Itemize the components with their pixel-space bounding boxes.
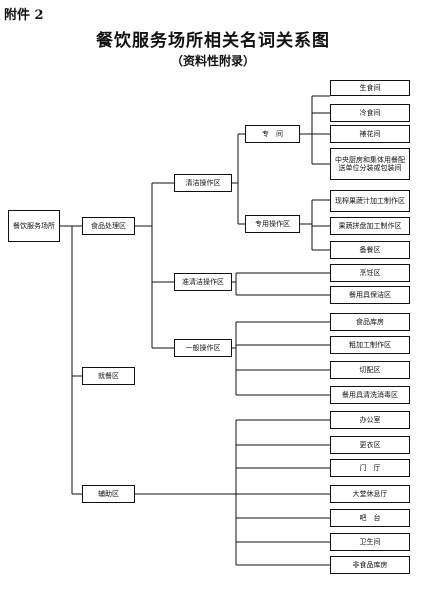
node-rough-processing: 粗加工制作区 bbox=[330, 336, 410, 354]
node-general-op: 一般操作区 bbox=[174, 339, 232, 357]
node-special-room: 专 间 bbox=[245, 125, 300, 143]
node-food-processing: 食品处理区 bbox=[82, 217, 135, 235]
diagram-title: 餐饮服务场所相关名词关系图 bbox=[96, 31, 330, 51]
node-root: 餐饮服务场所 bbox=[8, 210, 60, 242]
node-lobby-lounge: 大堂休息厅 bbox=[330, 485, 410, 503]
node-fruit-platter: 果蔬拼盘加工制作区 bbox=[330, 217, 410, 235]
node-dining: 就餐区 bbox=[82, 367, 135, 385]
node-changing-room: 更衣区 bbox=[330, 436, 410, 454]
node-cutting: 切配区 bbox=[330, 361, 410, 379]
node-cooking: 烹饪区 bbox=[330, 264, 410, 282]
node-bar: 吧 台 bbox=[330, 509, 410, 527]
node-non-food-warehouse: 非食品库房 bbox=[330, 556, 410, 574]
node-cold-food: 冷食间 bbox=[330, 104, 410, 122]
node-decoration: 裱花间 bbox=[330, 125, 410, 143]
node-special-op: 专用操作区 bbox=[245, 215, 300, 233]
node-office: 办公室 bbox=[330, 411, 410, 429]
node-juice-area: 现榨果蔬汁加工制作区 bbox=[330, 190, 410, 212]
node-raw-food: 生食间 bbox=[330, 80, 410, 96]
node-food-warehouse: 食品库房 bbox=[330, 313, 410, 331]
node-entrance-hall: 门 厅 bbox=[330, 459, 410, 477]
node-prep-area: 备餐区 bbox=[330, 241, 410, 259]
node-utensil-cleaning: 餐用具清洗消毒区 bbox=[330, 386, 410, 404]
node-quasi-clean-op: 准清洁操作区 bbox=[174, 273, 232, 291]
node-central-kitchen: 中央厨房和集体用餐配送单位分装或包装间 bbox=[330, 148, 410, 180]
node-clean-op: 清洁操作区 bbox=[174, 174, 232, 192]
attachment-label: 附件 2 bbox=[4, 8, 44, 23]
node-utensil-storage: 餐用具保洁区 bbox=[330, 286, 410, 304]
node-auxiliary: 辅助区 bbox=[82, 485, 135, 503]
diagram-subtitle: （资料性附录） bbox=[170, 54, 255, 68]
node-restroom: 卫生间 bbox=[330, 533, 410, 551]
